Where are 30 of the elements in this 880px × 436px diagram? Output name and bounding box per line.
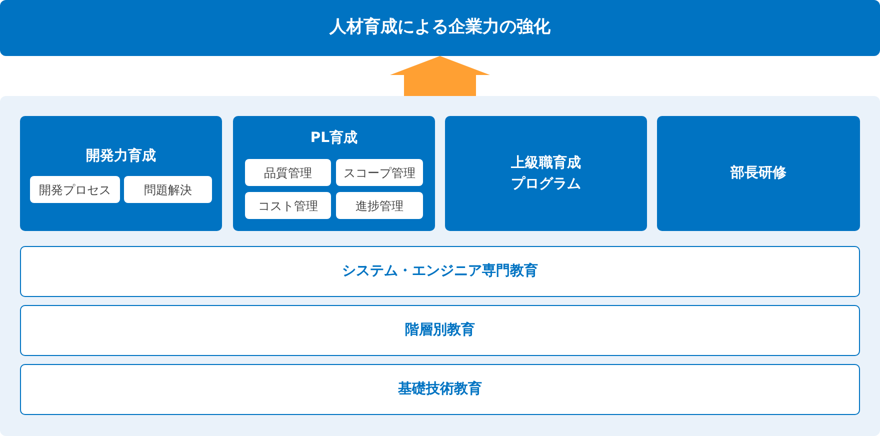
topic-chip (245, 192, 331, 219)
box-label: 上級職育成プログラム (511, 154, 581, 194)
topic-chip (124, 176, 212, 203)
box-label: 階層別教育 (405, 320, 475, 340)
program-box (20, 116, 222, 231)
box-label: コスト管理 (258, 198, 318, 214)
up-arrow (390, 56, 490, 96)
box-label: 部長研修 (730, 164, 786, 183)
panel-background (0, 96, 880, 436)
box-label: 開発力育成 (85, 146, 157, 166)
box-label: 基礎技術教育 (398, 380, 482, 399)
topic-chip (30, 176, 120, 203)
topic-chip (245, 159, 331, 186)
box-label: システム・エンジニア専門教育 (342, 262, 538, 281)
box-label: 人材育成による企業力の強化 (330, 16, 550, 40)
education-bar (20, 364, 860, 415)
topic-chip (336, 192, 423, 219)
box-label: 開発プロセス (39, 182, 111, 198)
topic-chip (336, 159, 423, 186)
education-bar (20, 246, 860, 297)
box-label: 進捗管理 (356, 198, 404, 214)
goal-banner (0, 0, 880, 56)
box-label: PL育成 (309, 128, 359, 148)
program-box (657, 116, 860, 231)
box-label: スコープ管理 (344, 164, 416, 182)
program-box (233, 116, 435, 231)
box-label: 問題解決 (144, 182, 192, 198)
program-box (445, 116, 647, 231)
education-bar (20, 305, 860, 356)
box-label: 品質管理 (264, 164, 312, 182)
